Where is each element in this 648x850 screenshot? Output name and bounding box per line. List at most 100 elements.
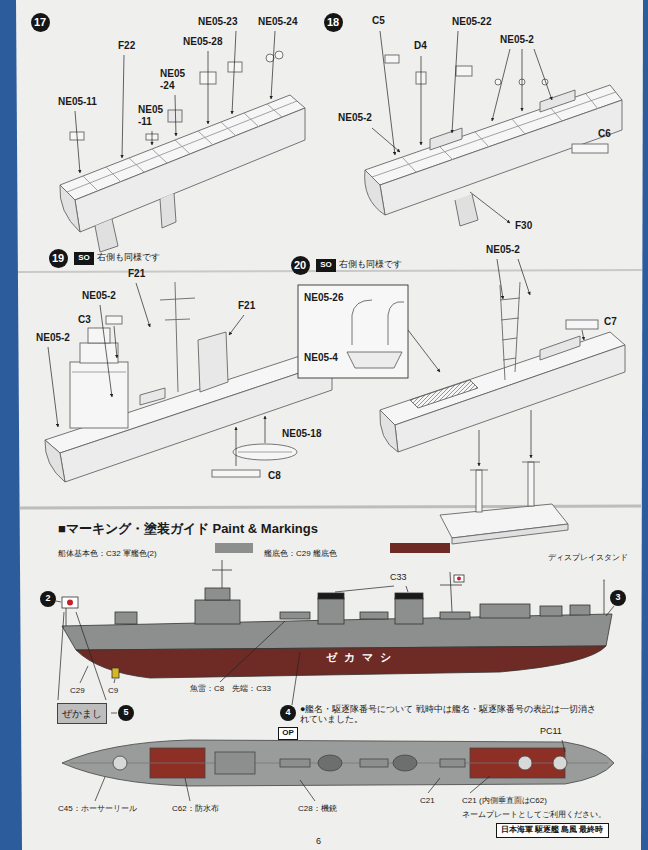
leader-lines-step17: [208, 51, 209, 124]
legend-text: 艦底色：C29 艦底色: [264, 549, 337, 558]
node-text: 日本海軍 駆逐艦 島風 最終時: [501, 826, 604, 835]
hull-section-step17: [60, 51, 305, 252]
hull-section-step20: [528, 462, 534, 506]
leader-lines-side: [114, 679, 115, 683]
leader-lines-step18: [534, 49, 552, 100]
hull-section-step20: [500, 298, 520, 360]
side-profile: [205, 588, 230, 600]
leader-lines-step20: [582, 330, 584, 340]
nameplate-note: ネームプレートとしてご利用ください。: [462, 810, 606, 819]
part-number: NE05 -24: [160, 68, 192, 91]
hull-section-step19: [60, 362, 332, 482]
callout-number: 3: [610, 590, 626, 606]
top-view: [280, 759, 310, 767]
side-profile: [115, 612, 137, 624]
leader-lines-step18: [372, 31, 552, 223]
hull-section-step18: [455, 194, 478, 226]
hull-section-step19: [106, 316, 122, 324]
leader-lines-step20: [497, 259, 503, 299]
so-badge: SO: [74, 252, 94, 265]
step-number: 17: [31, 13, 50, 32]
leader-lines-step20: [408, 259, 584, 466]
leader-lines-top: [95, 777, 105, 801]
hull-section-step19: [233, 444, 297, 460]
leader-lines-side: [56, 601, 61, 602]
top-view: [553, 756, 567, 770]
leader-lines-step19: [229, 315, 244, 335]
side-profile: [280, 612, 310, 619]
part-number: C5: [372, 15, 385, 27]
side-profile: [62, 597, 78, 608]
hull-section-step20: [298, 282, 625, 544]
step-number: 20: [291, 256, 310, 275]
hull-section-step17: [266, 54, 274, 62]
hull-section-step19: [88, 328, 110, 343]
callout-number: 4: [280, 705, 296, 721]
color-code: PC11: [540, 726, 562, 736]
part-number: F21: [128, 268, 145, 280]
side-profile: [450, 572, 452, 612]
side-profile: [440, 585, 462, 586]
side-profile: [604, 580, 605, 581]
side-profile: [318, 593, 344, 599]
node-text: 2: [45, 594, 50, 604]
node-text: SO: [320, 261, 332, 270]
leader-lines-step17: [232, 31, 236, 114]
leader-lines-side: [606, 606, 614, 616]
hull-section-step19: [70, 362, 128, 428]
leader-lines-top: [185, 778, 190, 801]
leader-lines-top: [428, 778, 440, 793]
part-number: NE05-23: [198, 16, 237, 28]
note-text: ●艦名・駆逐隊番号について 戦時中は艦名・駆逐隊番号の表記は一切消されていました…: [300, 704, 600, 725]
side-profile: [195, 600, 240, 624]
hull-section-step17: [275, 51, 283, 59]
hull-section-step18: [572, 144, 608, 153]
node-text: 5: [123, 708, 128, 718]
leader-lines-step17: [152, 131, 153, 145]
node-text: 17: [34, 16, 46, 28]
hull-section-step18: [385, 55, 399, 63]
hull-section-step18: [495, 79, 501, 85]
hull-section-step19: [45, 440, 65, 482]
hull-section-step19: [238, 452, 292, 453]
leader-lines-step17: [75, 31, 275, 173]
leader-lines-side: [335, 586, 394, 592]
color-code: C45：ホーサーリール: [58, 804, 137, 813]
hull-name: ゼカマシ: [326, 651, 398, 664]
section-heading: ■マーキング・塗装ガイド Paint & Markings: [58, 522, 318, 537]
op-badge: OP: [278, 727, 298, 740]
side-profile: [112, 668, 119, 678]
leader-lines-step17: [75, 111, 80, 173]
top-view: [393, 755, 417, 771]
node-text: 3: [615, 593, 620, 603]
leader-lines-side: [111, 713, 117, 714]
part-number: NE05-2: [338, 112, 372, 124]
side-profile: [457, 577, 461, 581]
leader-lines-step18: [421, 56, 422, 145]
leader-lines-side: [406, 586, 408, 592]
color-code: C28：機銃: [298, 804, 337, 813]
top-view: [360, 759, 388, 767]
leader-lines-side: [292, 652, 300, 705]
step-number: 19: [49, 249, 68, 268]
top-view: [518, 756, 532, 770]
hull-section-step19: [72, 372, 126, 373]
node-text: 18: [327, 16, 339, 28]
leader-lines-top: [562, 740, 565, 752]
leader-lines-step19: [236, 427, 237, 466]
hull-section-step20: [476, 470, 482, 512]
step-number: 18: [324, 13, 343, 32]
hull-section-step20: [380, 410, 398, 452]
color-code: C21: [420, 796, 435, 805]
hull-section-step18: [540, 90, 575, 112]
hull-section-step18: [365, 55, 622, 226]
hull-section-step20: [298, 285, 408, 378]
leader-lines-step20: [518, 259, 530, 295]
part-number: C3: [78, 314, 91, 326]
color-code: C9: [108, 686, 118, 695]
side-profile: [360, 612, 388, 619]
side-profile: [440, 612, 470, 619]
hull-section-step18: [372, 92, 616, 177]
